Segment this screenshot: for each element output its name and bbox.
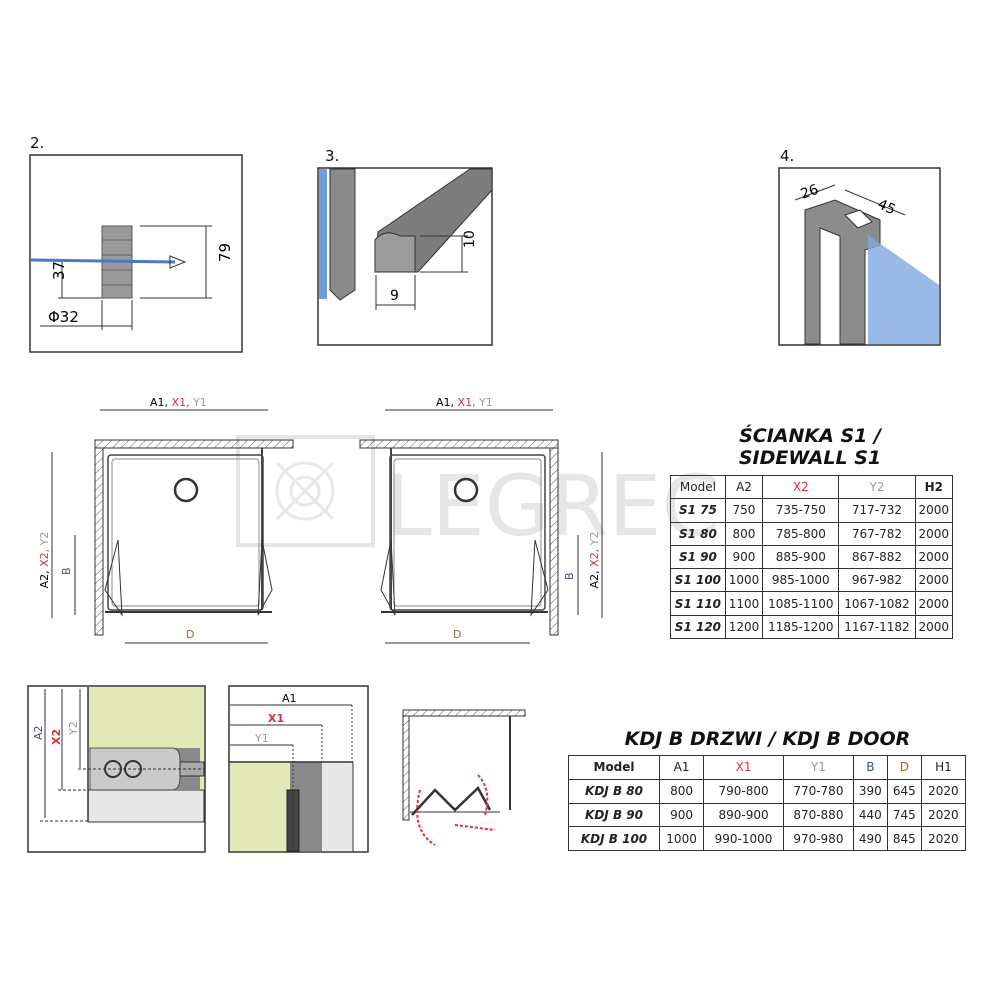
- header-x2: X2: [762, 474, 840, 500]
- door-table-title: KDJ B DRZWI / KDJ B DOOR: [624, 728, 911, 750]
- value-cell: 785-800: [762, 521, 840, 546]
- model-cell: S1 120: [670, 614, 726, 640]
- detail-2-label: 2.: [30, 134, 45, 152]
- value-cell: 1200: [724, 614, 764, 640]
- value-cell: 845: [886, 826, 922, 851]
- header-model: Model: [670, 474, 726, 500]
- value-cell: 2000: [914, 591, 954, 616]
- value-cell: 750: [724, 498, 764, 523]
- sidewall-table-title: ŚCIANKA S1 / SIDEWALL S1: [700, 425, 920, 469]
- value-cell: 390: [852, 778, 888, 804]
- table-header-row: Model A1 X1 Y1 B D H1: [567, 755, 967, 780]
- header-x1: X1: [703, 755, 784, 780]
- value-cell: 1000: [659, 826, 705, 851]
- value-cell: 767-782: [838, 521, 916, 546]
- header-a1: A1: [659, 755, 705, 780]
- model-cell: S1 80: [670, 521, 726, 546]
- value-cell: 790-800: [703, 778, 784, 804]
- header-b: B: [852, 755, 888, 780]
- detail-4-label: 4.: [780, 147, 795, 165]
- value-cell: 1000: [724, 568, 764, 593]
- value-cell: 985-1000: [762, 568, 840, 593]
- header-y1: Y1: [782, 755, 854, 780]
- value-cell: 900: [724, 544, 764, 570]
- sidewall-title-line2: SIDEWALL S1: [738, 447, 882, 469]
- value-cell: 900: [659, 802, 705, 828]
- value-cell: 885-900: [762, 544, 840, 570]
- value-cell: 800: [659, 778, 705, 804]
- value-cell: 1067-1082: [838, 591, 916, 616]
- header-model: Model: [567, 755, 661, 780]
- value-cell: 2000: [914, 568, 954, 593]
- model-cell: KDJ B 90: [567, 802, 661, 828]
- value-cell: 645: [886, 778, 922, 804]
- value-cell: 990-1000: [703, 826, 784, 851]
- value-cell: 2000: [914, 498, 954, 523]
- model-cell: S1 100: [670, 568, 726, 593]
- value-cell: 2020: [920, 802, 967, 828]
- value-cell: 1100: [724, 591, 764, 616]
- value-cell: 490: [852, 826, 888, 851]
- model-cell: KDJ B 100: [567, 826, 661, 851]
- table-header-row: Model A2 X2 Y2 H2: [670, 474, 954, 500]
- header-a2: A2: [724, 474, 764, 500]
- value-cell: 745: [886, 802, 922, 828]
- value-cell: 967-982: [838, 568, 916, 593]
- value-cell: 1085-1100: [762, 591, 840, 616]
- value-cell: 2000: [914, 614, 954, 640]
- sidewall-title-line1: ŚCIANKA S1 /: [739, 425, 881, 447]
- value-cell: 867-882: [838, 544, 916, 570]
- value-cell: 2000: [914, 521, 954, 546]
- header-h1: H1: [920, 755, 967, 780]
- value-cell: 890-900: [703, 802, 784, 828]
- header-d: D: [886, 755, 922, 780]
- value-cell: 1167-1182: [838, 614, 916, 640]
- detail-3-label: 3.: [325, 147, 340, 165]
- value-cell: 970-980: [782, 826, 854, 851]
- model-cell: S1 75: [670, 498, 726, 523]
- value-cell: 800: [724, 521, 764, 546]
- value-cell: 2020: [920, 778, 967, 804]
- value-cell: 2020: [920, 826, 967, 851]
- value-cell: 770-780: [782, 778, 854, 804]
- value-cell: 1185-1200: [762, 614, 840, 640]
- value-cell: 870-880: [782, 802, 854, 828]
- header-y2: Y2: [838, 474, 916, 500]
- model-cell: S1 110: [670, 591, 726, 616]
- model-cell: S1 90: [670, 544, 726, 570]
- header-h2: H2: [914, 474, 954, 500]
- value-cell: 2000: [914, 544, 954, 570]
- value-cell: 717-732: [838, 498, 916, 523]
- value-cell: 735-750: [762, 498, 840, 523]
- value-cell: 440: [852, 802, 888, 828]
- model-cell: KDJ B 80: [567, 778, 661, 804]
